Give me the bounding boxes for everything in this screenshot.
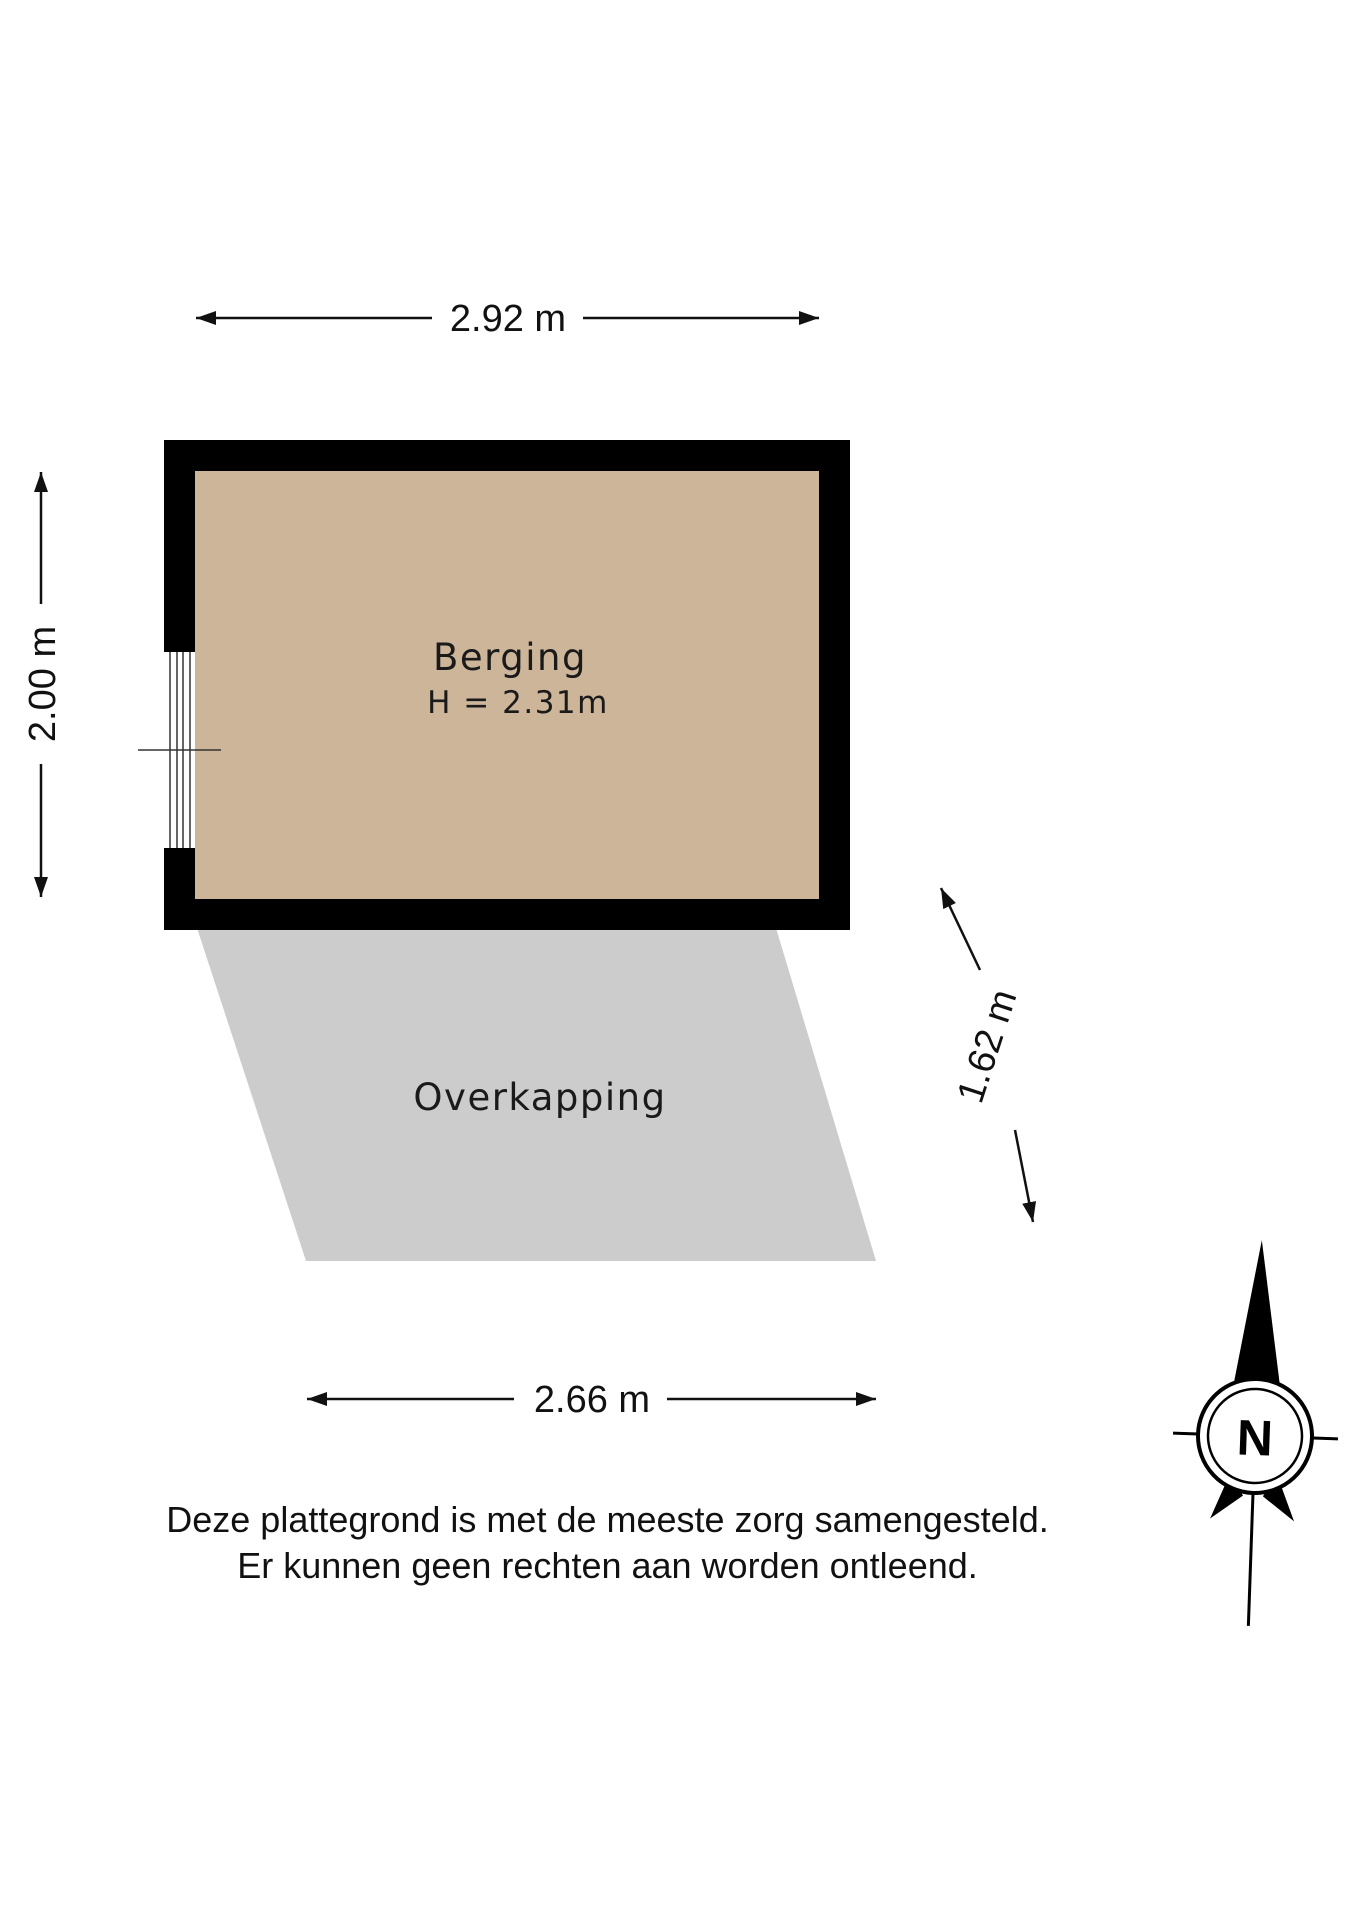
disclaimer: Deze plattegrond is met de meeste zorg s…	[0, 1497, 1215, 1589]
wall-bottom	[164, 899, 850, 930]
room-floor	[195, 471, 819, 899]
compass-label: N	[1236, 1409, 1274, 1466]
canopy-area	[197, 928, 876, 1261]
dimension-bottom: 2.66 m	[307, 1379, 876, 1421]
dimension-right-label: 1.62 m	[950, 985, 1026, 1108]
wall-left-upper	[164, 440, 195, 652]
disclaimer-line-2: Er kunnen geen rechten aan worden ontlee…	[237, 1545, 978, 1586]
wall-top	[164, 440, 850, 471]
dimension-top: 2.92 m	[196, 298, 819, 340]
door-opening	[138, 652, 221, 848]
dimension-left: 2.00 m	[22, 472, 64, 897]
dimension-left-label: 2.00 m	[22, 626, 64, 742]
dimension-right: 1.62 m	[939, 887, 1037, 1223]
storage-room: Berging H = 2.31m	[138, 440, 850, 930]
wall-right	[819, 440, 850, 930]
room-height: H = 2.31m	[427, 685, 609, 721]
dimension-bottom-label: 2.66 m	[534, 1379, 650, 1421]
north-arrow-icon: N	[1172, 1240, 1339, 1626]
canopy-label: Overkapping	[413, 1076, 666, 1119]
room-name: Berging	[433, 636, 587, 679]
wall-left-lower	[164, 848, 195, 930]
dimension-top-label: 2.92 m	[450, 298, 566, 340]
disclaimer-line-1: Deze plattegrond is met de meeste zorg s…	[166, 1499, 1049, 1540]
